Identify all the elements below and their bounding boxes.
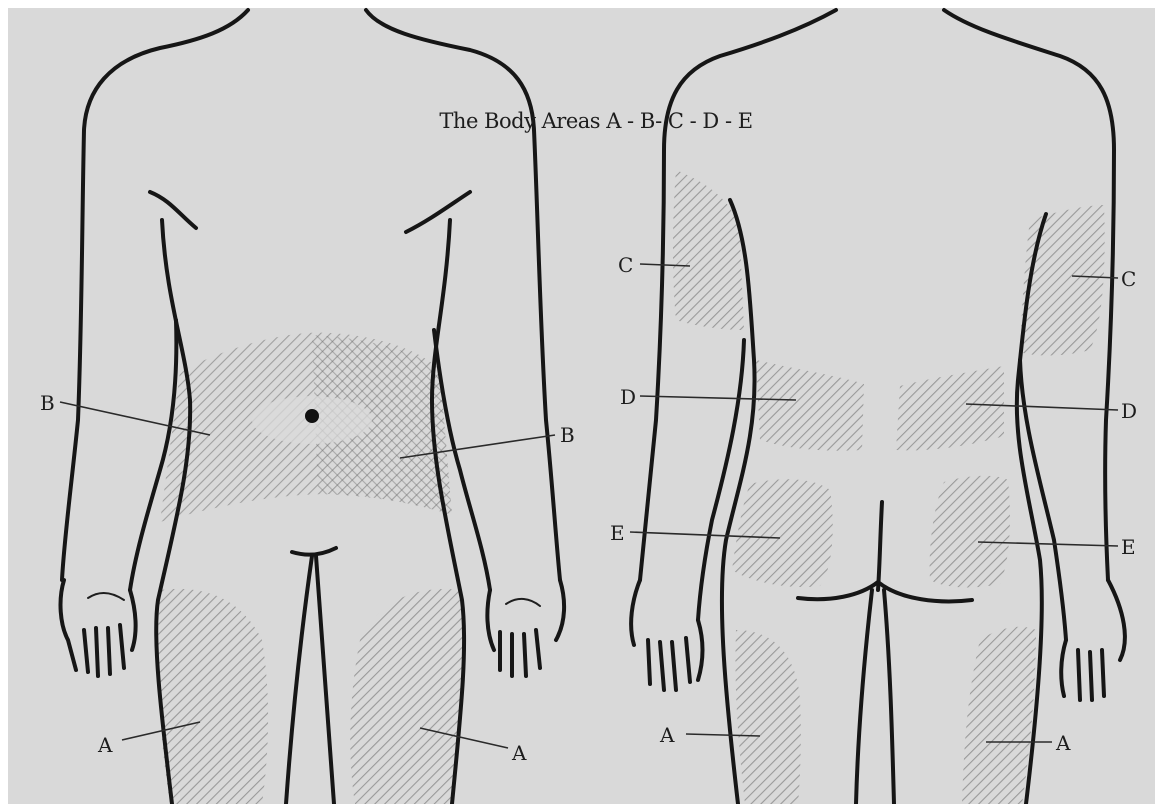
- label-back-e-right: E: [1121, 535, 1136, 559]
- label-front-a-right: A: [511, 741, 527, 765]
- label-back-d-right: D: [1121, 399, 1137, 423]
- back-zone-c-right: [1020, 205, 1105, 356]
- label-front-b-right: B: [560, 423, 575, 447]
- label-back-d-left: D: [620, 385, 636, 409]
- label-front-b-left: B: [40, 391, 55, 415]
- label-back-a-left: A: [659, 723, 675, 747]
- label-back-c-right: C: [1121, 267, 1136, 291]
- diagram-title: The Body Areas A - B- C - D - E: [439, 109, 752, 133]
- label-back-c-left: C: [618, 253, 633, 277]
- label-back-a-right: A: [1055, 731, 1071, 755]
- back-zone-e-left: [732, 479, 833, 587]
- back-zone-e-right: [930, 476, 1010, 588]
- navel-dot: [305, 409, 319, 423]
- label-front-a-left: A: [97, 733, 113, 757]
- label-back-e-left: E: [610, 521, 625, 545]
